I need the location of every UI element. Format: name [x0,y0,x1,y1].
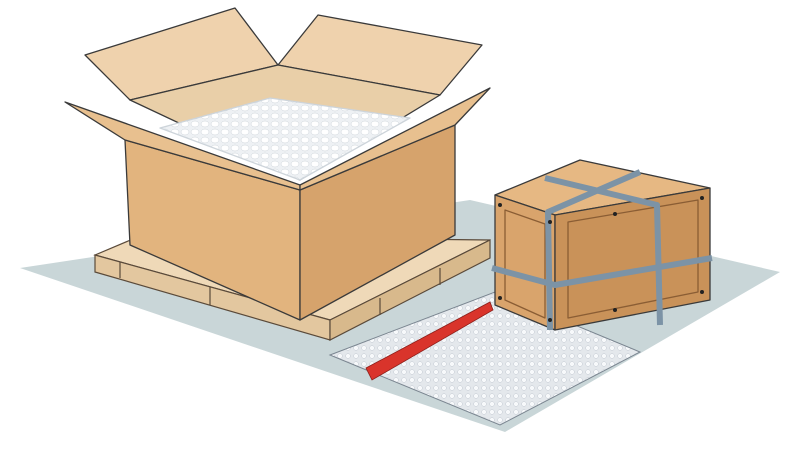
crate-straps [491,169,713,331]
red-tape-strip [365,301,494,381]
box-flap-front-right [299,87,491,191]
packing-peanuts [159,97,411,181]
open-cardboard-box [64,7,491,321]
crate-nails [498,196,704,322]
